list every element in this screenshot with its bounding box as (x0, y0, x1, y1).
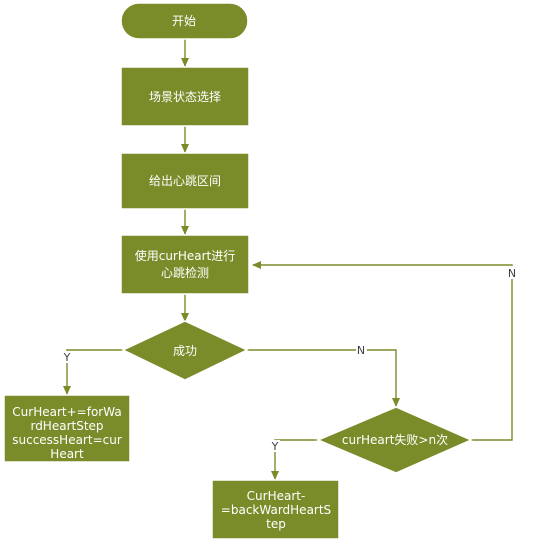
backward-label-line2: =backWardHeartS (221, 503, 331, 517)
fail-check-decision: curHeart失败>n次 (316, 406, 473, 474)
edge-fail-yes (271, 439, 318, 480)
fail-check-label: curHeart失败>n次 (342, 432, 448, 447)
backward-step-node: CurHeart- =backWardHeartS tep (211, 479, 340, 540)
edge-labels: Y N Y N (62, 266, 518, 453)
forward-step-node: CurHeart+=forWa rdHeartStep successHeart… (3, 394, 131, 463)
edge-success-yes (63, 349, 123, 395)
scene-select-label: 场景状态选择 (149, 90, 221, 104)
fail-no-label: N (508, 267, 516, 280)
edge-success-no (247, 349, 400, 407)
detect-label-line1: 使用curHeart进行 (135, 248, 236, 263)
success-label: 成功 (173, 344, 197, 358)
success-no-label: N (357, 344, 365, 357)
backward-label-line3: tep (266, 517, 286, 531)
forward-label-line4: Heart (50, 447, 84, 461)
backward-label-line1: CurHeart- (247, 489, 306, 503)
forward-label-line2: rdHeartStep (30, 419, 103, 433)
start-node: 开始 (120, 2, 249, 40)
start-label: 开始 (172, 14, 196, 28)
fail-yes-label: Y (271, 440, 279, 453)
edge-fail-no (252, 261, 513, 441)
give-range-node: 给出心跳区间 (120, 152, 250, 210)
scene-select-node: 场景状态选择 (120, 66, 250, 127)
success-yes-label: Y (63, 351, 71, 364)
forward-label-line1: CurHeart+=forWa (12, 405, 121, 419)
forward-label-line3: successHeart=cur (12, 433, 122, 447)
detect-node: 使用curHeart进行 心跳检测 (120, 234, 250, 295)
edges (63, 39, 513, 480)
success-decision: 成功 (121, 320, 249, 381)
detect-label-line2: 心跳检测 (161, 265, 209, 280)
give-range-label: 给出心跳区间 (149, 174, 221, 188)
